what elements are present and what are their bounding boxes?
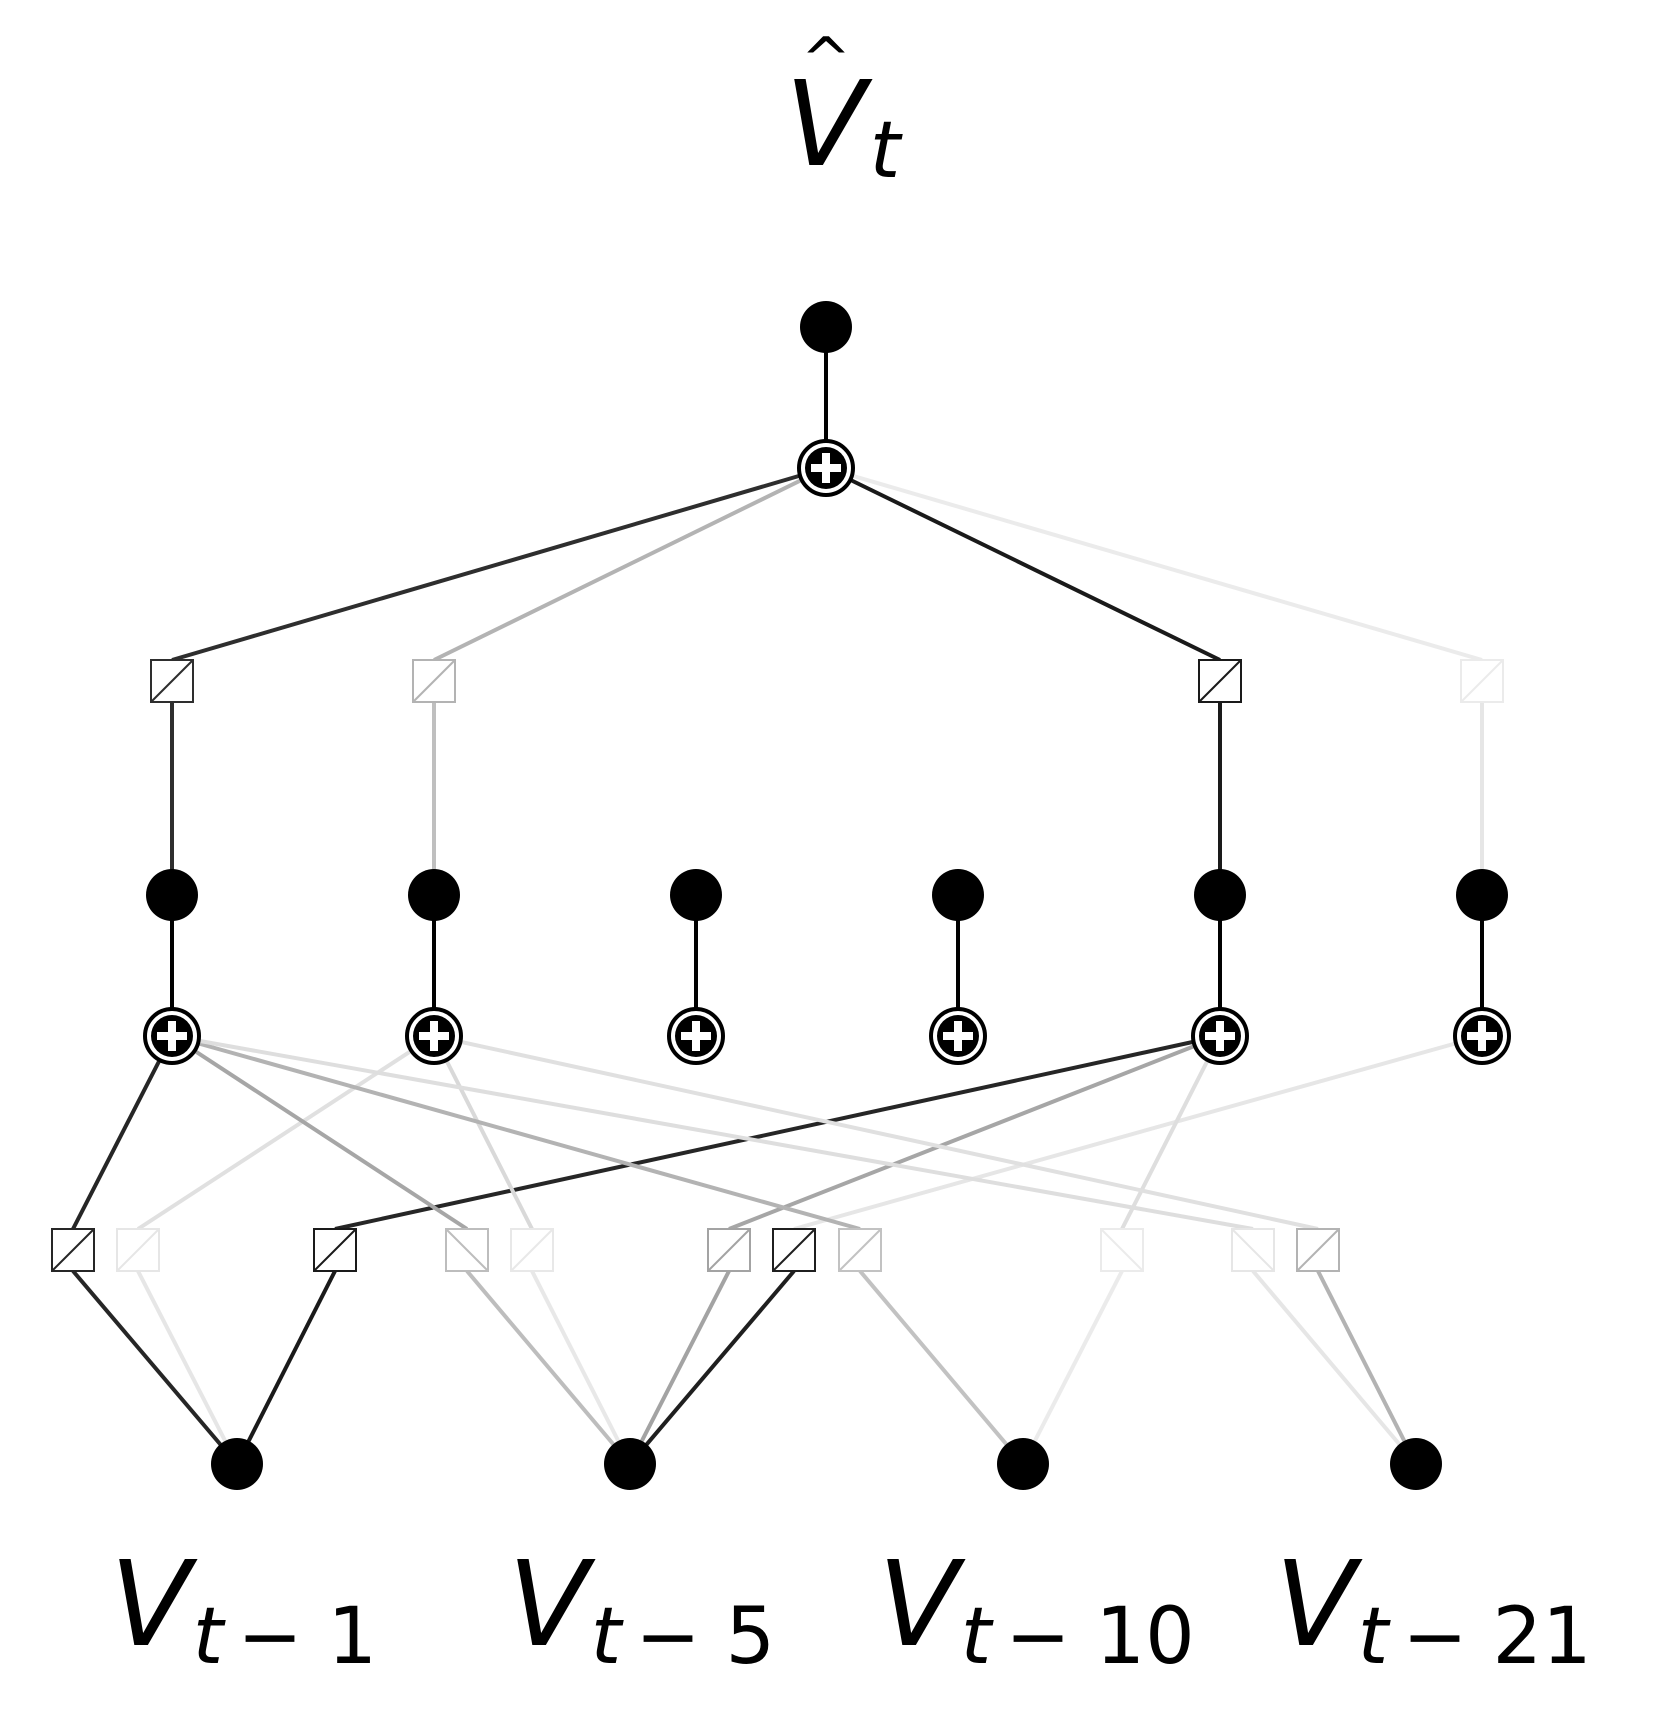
input-labels: Vt− 1 Vt− 5 Vt− 10 Vt− 21 <box>110 1535 1592 1682</box>
top-activation-box-1 <box>412 659 456 703</box>
bottom-activation-box-4-diag <box>510 1228 554 1272</box>
edge-bottom-up-0 <box>71 1035 174 1230</box>
bottom-activation-box-6 <box>772 1228 816 1272</box>
bottom-activation-box-2-diag <box>313 1228 357 1272</box>
edge-bottom-down-3 <box>465 1269 632 1466</box>
bottom-activation-box-10-diag <box>1296 1228 1340 1272</box>
top-activation-box-2-diag <box>1198 659 1242 703</box>
bottom-activation-box-8-diag <box>1100 1228 1144 1272</box>
edge-bottom-up-6 <box>793 1034 1483 1231</box>
hidden-sum-node-5-plus-v <box>1478 1021 1486 1051</box>
input-label-10: Vt− 10 <box>878 1535 1195 1682</box>
hidden-sum-node-1-plus-v <box>430 1021 438 1051</box>
edge-bottom-up-2 <box>334 1034 1221 1231</box>
input-label-5: Vt− 5 <box>508 1535 775 1682</box>
edge-bottom-up-8 <box>1120 1035 1222 1230</box>
bottom-activation-box-2 <box>313 1228 357 1272</box>
hidden-sum-node-2-plus-v <box>692 1021 700 1051</box>
bottom-activation-box-5 <box>707 1228 751 1272</box>
output-sum-node <box>797 439 855 497</box>
hidden-sum-node-0 <box>143 1007 201 1065</box>
top-activation-box-0-diag <box>150 659 194 703</box>
bottom-activation-box-3 <box>445 1228 489 1272</box>
input-node-0 <box>211 1438 263 1490</box>
bottom-activation-box-4 <box>510 1228 554 1272</box>
top-activation-box-2 <box>1198 659 1242 703</box>
edge-bottom-down-4 <box>530 1270 632 1465</box>
edge-bottom-down-10 <box>1316 1270 1418 1465</box>
bottom-activation-box-7-diag <box>838 1228 882 1272</box>
activation-boxes-layer <box>51 659 1504 1272</box>
top-activation-box-1-diag <box>412 659 456 703</box>
bottom-activation-box-5-diag <box>707 1228 751 1272</box>
hidden-sum-node-2 <box>667 1007 725 1065</box>
hidden-node-4 <box>1194 869 1246 921</box>
input-label-1: Vt− 1 <box>110 1535 377 1682</box>
output-label-subscript: t <box>870 106 903 196</box>
svg-text:Vt: Vt <box>785 55 903 196</box>
bottom-activation-box-1 <box>116 1228 160 1272</box>
edge-top-2 <box>825 466 1221 662</box>
edge-bottom-up-4 <box>432 1035 534 1230</box>
top-activation-box-3-diag <box>1460 659 1504 703</box>
output-label-hat: ^ <box>801 25 851 95</box>
bottom-activation-box-0 <box>51 1228 95 1272</box>
hidden-node-2 <box>670 869 722 921</box>
input-node-2 <box>997 1438 1049 1490</box>
edge-bottom-down-8 <box>1021 1270 1124 1465</box>
edge-bottom-down-5 <box>628 1270 731 1465</box>
hidden-sum-node-0-plus-v <box>168 1021 176 1051</box>
edge-bottom-down-1 <box>136 1270 239 1465</box>
output-label-symbol: V <box>785 55 873 193</box>
input-label-21: Vt− 21 <box>1275 1535 1592 1682</box>
bottom-activation-box-8 <box>1100 1228 1144 1272</box>
edge-bottom-down-7 <box>858 1269 1025 1466</box>
edge-top-1 <box>433 466 827 662</box>
input-node-3 <box>1390 1438 1442 1490</box>
edges-layer <box>71 327 1484 1466</box>
bottom-activation-box-9-diag <box>1231 1228 1275 1272</box>
hidden-sum-node-5 <box>1453 1007 1511 1065</box>
hidden-sum-node-1 <box>405 1007 463 1065</box>
hidden-node-5 <box>1456 869 1508 921</box>
edge-bottom-up-9 <box>171 1034 1254 1231</box>
hidden-node-3 <box>932 869 984 921</box>
bottom-activation-box-0-diag <box>51 1228 95 1272</box>
edge-bottom-down-2 <box>235 1270 337 1465</box>
edge-top-3 <box>825 466 1483 662</box>
hidden-sum-node-4 <box>1191 1007 1249 1065</box>
hidden-sum-node-3 <box>929 1007 987 1065</box>
output-node <box>800 301 852 353</box>
edge-bottom-up-3 <box>170 1034 469 1231</box>
output-label: ^ Vt <box>785 25 903 196</box>
bottom-activation-box-3-diag <box>445 1228 489 1272</box>
edge-top-0 <box>171 466 827 662</box>
bottom-activation-box-9 <box>1231 1228 1275 1272</box>
bottom-activation-box-10 <box>1296 1228 1340 1272</box>
edge-bottom-up-10 <box>433 1034 1319 1231</box>
nodes-layer <box>143 301 1511 1490</box>
hidden-node-1 <box>408 869 460 921</box>
input-node-1 <box>604 1438 656 1490</box>
output-sum-node-plus-v <box>822 453 830 483</box>
bottom-activation-box-1-diag <box>116 1228 160 1272</box>
bottom-activation-box-6-diag <box>772 1228 816 1272</box>
hidden-sum-node-4-plus-v <box>1216 1021 1224 1051</box>
edge-bottom-up-7 <box>171 1034 861 1231</box>
hidden-node-0 <box>146 869 198 921</box>
edge-bottom-down-9 <box>1251 1269 1418 1466</box>
edge-bottom-up-5 <box>728 1034 1221 1231</box>
edge-bottom-down-0 <box>71 1269 239 1466</box>
top-activation-box-0 <box>150 659 194 703</box>
edge-bottom-down-6 <box>628 1269 796 1466</box>
top-activation-box-3 <box>1460 659 1504 703</box>
bottom-activation-box-7 <box>838 1228 882 1272</box>
edge-bottom-up-1 <box>136 1034 436 1231</box>
hidden-sum-node-3-plus-v <box>954 1021 962 1051</box>
